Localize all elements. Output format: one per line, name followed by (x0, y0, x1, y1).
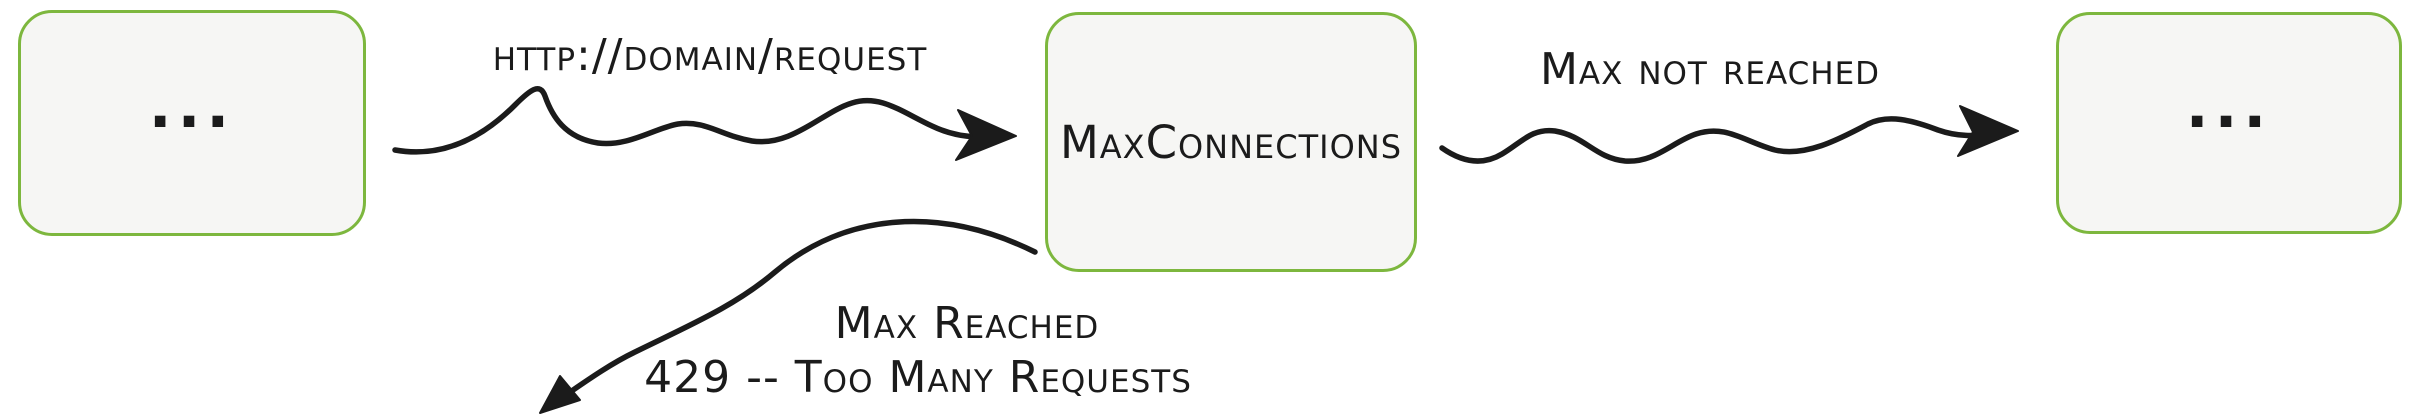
node-left: ... (18, 10, 366, 236)
max-reached-arrowhead (539, 375, 581, 414)
max-reached-arrow (539, 218, 1038, 414)
max-not-reached-arrow-line (1439, 116, 1993, 164)
request-arrowhead (955, 109, 1017, 161)
node-maxconnections-label: MaxConnections (1059, 115, 1403, 169)
max-not-reached-arrow (1439, 105, 2019, 164)
max-not-reached-arrow-label: Max not reached (1539, 44, 1881, 95)
max-not-reached-arrowhead (1957, 105, 2019, 157)
request-arrow (392, 86, 1017, 161)
node-right-label: ... (2185, 72, 2273, 142)
request-arrow-label: http://domain/request (492, 30, 928, 81)
node-maxconnections: MaxConnections (1045, 12, 1417, 272)
node-left-label: ... (148, 72, 236, 142)
max-reached-arrow-sublabel: 429 -- Too Many Requests (644, 352, 1192, 403)
node-right: ... (2056, 12, 2402, 234)
request-arrow-line (392, 86, 995, 155)
max-reached-arrow-label: Max Reached (834, 298, 1100, 349)
max-reached-arrow-line (557, 218, 1038, 402)
